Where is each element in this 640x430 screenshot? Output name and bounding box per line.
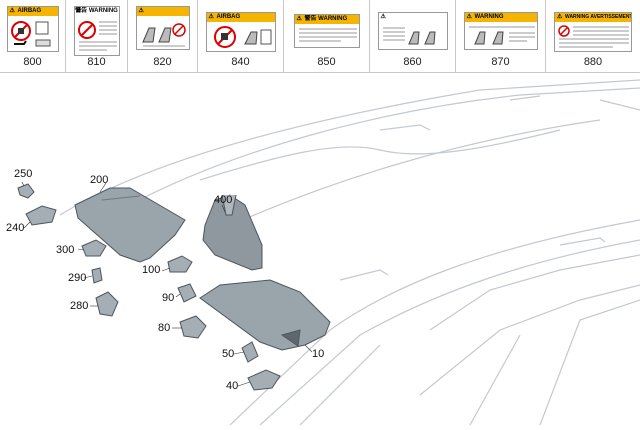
callout-40[interactable]: 40 [226,380,239,392]
part-number-label: 820 [153,56,172,68]
callout-80[interactable]: 80 [158,322,171,334]
clip-90[interactable] [177,283,197,303]
warning-text-label-icon: 警告 WARNING [293,14,360,48]
bracket-100[interactable] [167,255,193,273]
callout-300[interactable]: 300 [56,244,75,256]
bilingual-warning-label-icon: WARNING AVERTISSEMENT [554,12,632,52]
part-number-label: 840 [231,56,250,68]
part-number-label: 880 [583,56,603,68]
label-cell-810[interactable]: 警告 WARNING 810 [66,0,128,73]
label-cell-850[interactable]: 警告 WARNING 850 [284,0,370,73]
label-header-strip: AIRBAG 800 警告 WARNING 810 820 AIRBAG [0,0,640,74]
holder-80[interactable] [179,315,207,339]
callout-10[interactable]: 10 [312,348,325,360]
sticker-title [136,7,189,16]
label-cell-820[interactable]: 820 [128,0,198,73]
label-cell-840[interactable]: AIRBAG 840 [198,0,284,73]
sticker-title: 警告 WARNING [294,15,359,24]
label-cell-870[interactable]: WARNING 870 [456,0,546,73]
clip-50[interactable] [241,341,259,363]
leader-lines [21,181,313,387]
callout-290[interactable]: 290 [68,272,87,284]
sticker-title: WARNING AVERTISSEMENT [555,13,631,22]
sticker-title: 警告 WARNING [74,7,119,16]
callout-240[interactable]: 240 [6,222,25,234]
sun-visor-left[interactable] [74,187,186,263]
callout-400[interactable]: 400 [214,194,233,206]
holder-280[interactable] [95,291,119,317]
part-number-label: 870 [491,56,510,68]
airbag-no-child-seat-icon: AIRBAG [205,12,276,52]
label-cell-880[interactable]: WARNING AVERTISSEMENT 880 [546,0,640,73]
callout-100[interactable]: 100 [142,264,161,276]
airbag-warning-label-icon: 警告 WARNING [73,6,120,56]
exploded-parts-diagram: 250 200 240 300 290 280 400 100 90 80 50… [0,74,640,426]
seat-instructions-icon [377,12,448,50]
callout-200[interactable]: 200 [90,174,109,186]
warning-seat-label-icon: WARNING [463,12,538,50]
callout-250[interactable]: 250 [14,168,33,180]
sticker-title: WARNING [464,13,537,22]
callout-50[interactable]: 50 [222,348,235,360]
clip-300[interactable] [81,239,107,257]
bracket-40[interactable] [247,369,281,391]
part-number-label: 850 [317,56,336,68]
callout-280[interactable]: 280 [70,300,89,312]
bracket-240[interactable] [25,205,57,226]
label-cell-860[interactable]: 860 [370,0,456,73]
part-number-label: 800 [23,56,42,68]
sticker-title [378,13,447,22]
child-seat-instructions-icon [135,6,190,50]
airbag-no-child-seat-icon: AIRBAG [6,6,59,52]
sticker-title: AIRBAG [7,7,58,16]
part-number-label: 810 [87,56,106,68]
screw-290[interactable] [91,267,103,284]
sun-visor-right[interactable] [199,279,331,351]
part-number-label: 860 [403,56,422,68]
label-cell-800[interactable]: AIRBAG 800 [0,0,66,73]
parts-group [17,183,331,391]
vehicle-roof-drawing [17,79,640,426]
bracket-250[interactable] [17,183,35,199]
callout-90[interactable]: 90 [162,292,175,304]
sticker-title: AIRBAG [206,13,275,22]
